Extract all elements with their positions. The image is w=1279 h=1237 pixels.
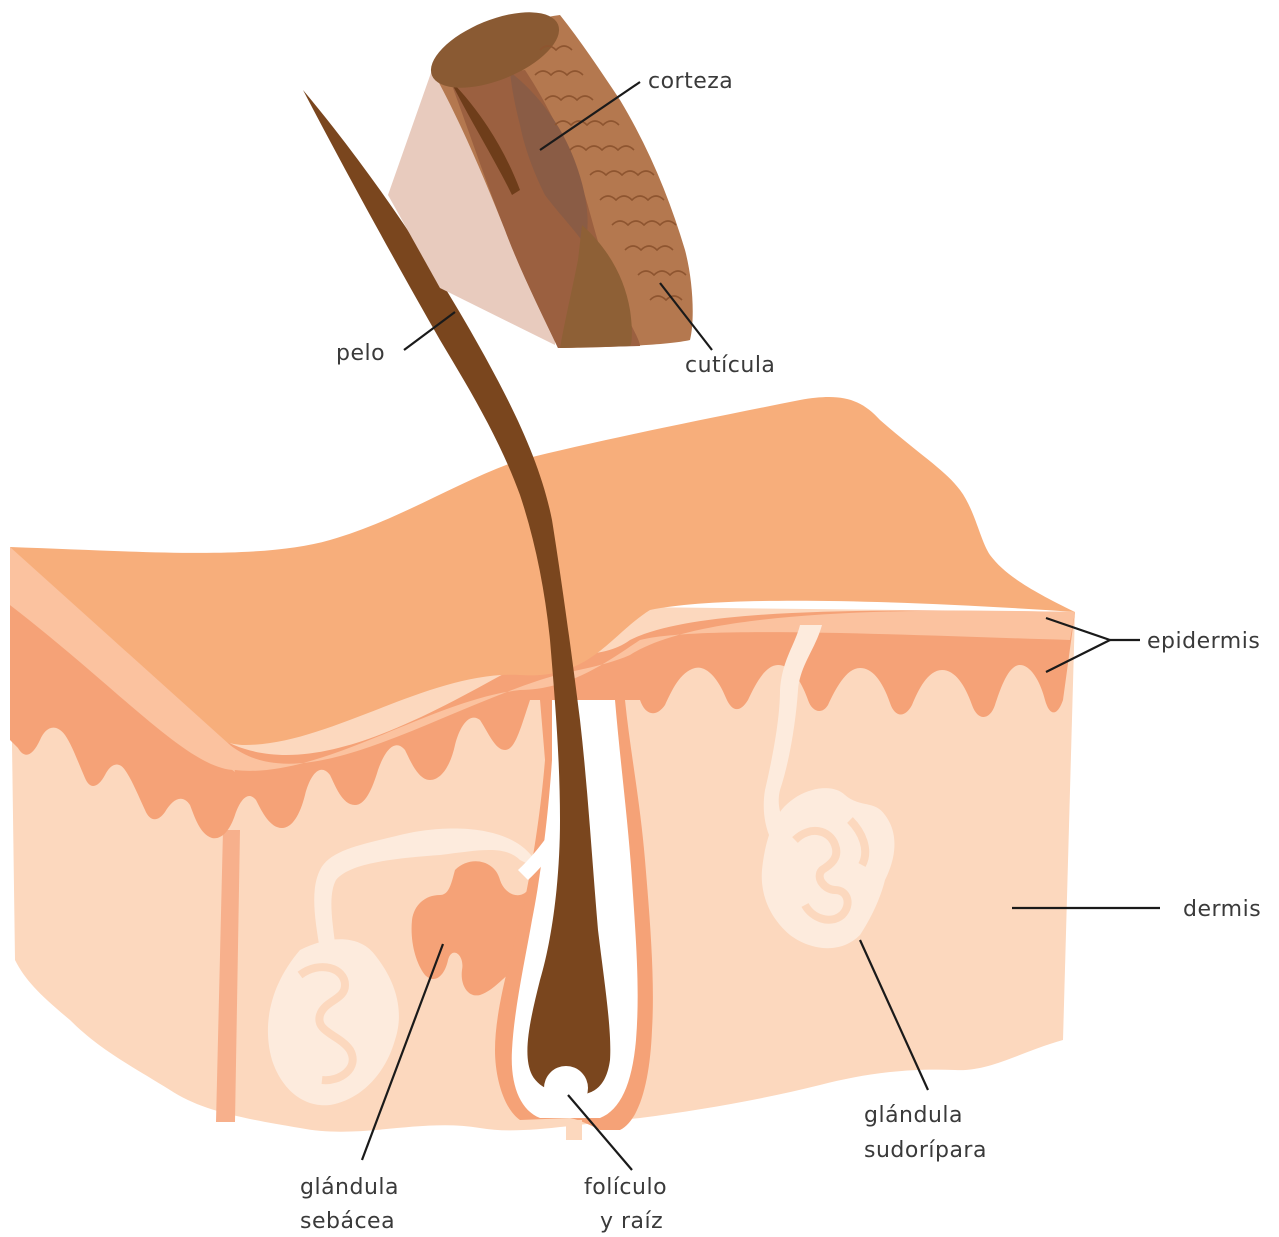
label-glandula-sebacea-2: sebácea — [300, 1209, 395, 1234]
label-epidermis: epidermis — [1147, 629, 1260, 654]
label-glandula-sudoripara-1: glándula — [864, 1103, 963, 1128]
label-foliculo-1: folículo — [584, 1175, 667, 1200]
label-cuticula: cutícula — [685, 353, 775, 378]
label-glandula-sebacea-1: glándula — [300, 1175, 399, 1200]
hair-papilla — [544, 1066, 588, 1110]
label-glandula-sudoripara-2: sudorípara — [864, 1138, 987, 1163]
label-pelo: pelo — [336, 341, 385, 366]
label-dermis: dermis — [1183, 897, 1261, 922]
label-corteza: corteza — [648, 69, 733, 94]
follicle-gap — [566, 1120, 582, 1140]
label-foliculo-2: y raíz — [600, 1209, 663, 1234]
